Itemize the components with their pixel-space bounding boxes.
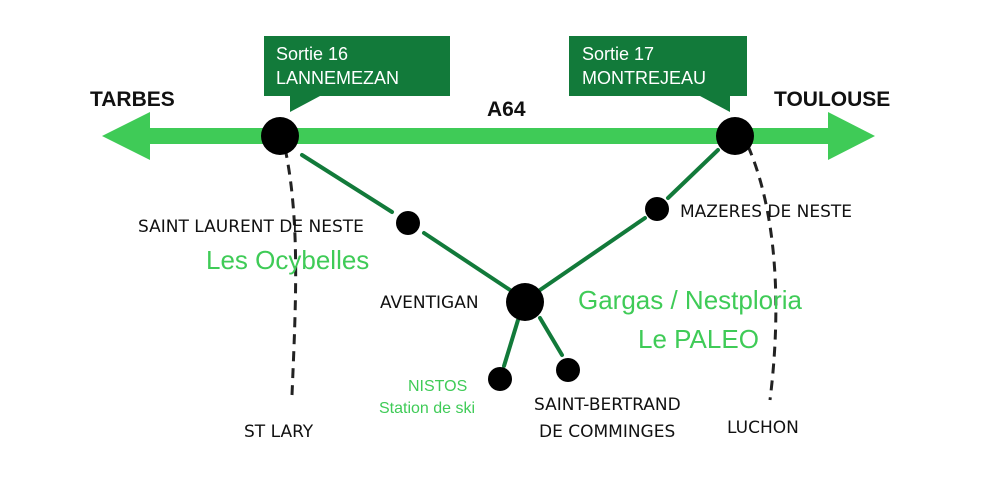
label-paleo: Le PALEO <box>638 324 759 354</box>
road-aventigan-saint-bertrand <box>538 316 564 357</box>
label-nistos-1: NISTOS <box>408 378 467 395</box>
label-saint-laurent: SAINT LAURENT DE NESTE <box>138 217 364 237</box>
dashed-road-st-lary <box>283 147 298 396</box>
exit-17-line2: MONTREJEAU <box>582 68 706 88</box>
label-tarbes: TARBES <box>90 88 175 111</box>
label-toulouse: TOULOUSE <box>774 88 890 111</box>
label-aventigan: AVENTIGAN <box>380 293 479 313</box>
dashed-road-luchon <box>746 145 778 401</box>
highway-a64 <box>102 112 875 160</box>
highway-shaft <box>140 128 840 144</box>
road-mazeres-aventigan <box>538 216 647 292</box>
highway-arrow-west <box>102 112 150 160</box>
exit-17-line1: Sortie 17 <box>582 44 654 64</box>
exit-16-line1: Sortie 16 <box>276 44 348 64</box>
road-saint-laurent-aventigan <box>422 231 512 292</box>
node-montrejeau <box>716 117 754 155</box>
exit-box-16: Sortie 16 LANNEMEZAN <box>264 36 450 112</box>
label-st-lary: ST LARY <box>244 422 314 442</box>
label-mazeres: MAZERES DE NESTE <box>680 202 852 222</box>
road-lannemezan-saint-laurent <box>300 153 394 214</box>
label-gargas: Gargas / Nestploria <box>578 285 803 315</box>
road-montrejeau-mazeres <box>666 148 720 200</box>
exit-16-line2: LANNEMEZAN <box>276 68 399 88</box>
label-saint-bertrand-2: DE COMMINGES <box>539 422 675 442</box>
road-aventigan-nistos <box>502 318 520 368</box>
highway-arrow-east <box>828 112 875 160</box>
node-saint-bertrand <box>556 358 580 382</box>
local-roads <box>300 148 720 368</box>
node-aventigan <box>506 283 544 321</box>
node-mazeres <box>645 197 669 221</box>
label-nistos-2: Station de ski <box>379 400 475 417</box>
label-ocybelles: Les Ocybelles <box>206 245 369 275</box>
label-a64: A64 <box>487 98 526 121</box>
label-saint-bertrand-1: SAINT-BERTRAND <box>534 395 681 415</box>
node-saint-laurent <box>396 211 420 235</box>
node-nistos <box>488 367 512 391</box>
exit-box-17: Sortie 17 MONTREJEAU <box>569 36 747 112</box>
label-luchon: LUCHON <box>727 418 799 438</box>
node-lannemezan <box>261 117 299 155</box>
